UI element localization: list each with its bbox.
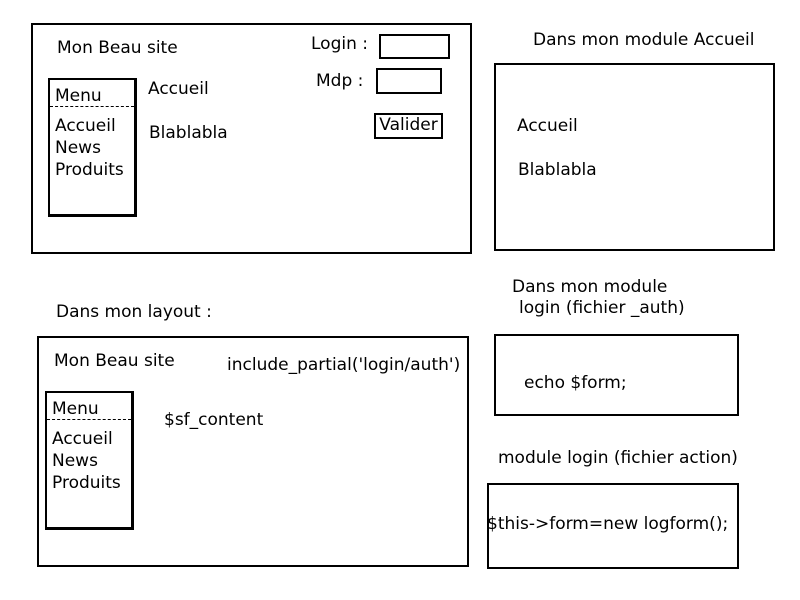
password-input[interactable] <box>376 68 442 94</box>
login-input[interactable] <box>379 34 450 59</box>
accueil-module-frame <box>494 63 775 251</box>
layout-content-code: $sf_content <box>164 410 264 430</box>
layout-sidebar-menu: Menu Accueil News Produits <box>45 391 134 530</box>
login-partial-heading-2: login (fichier _auth) <box>519 298 685 318</box>
accueil-module-title: Accueil <box>517 116 578 136</box>
menu-item-accueil[interactable]: Accueil <box>55 116 116 136</box>
layout-menu-divider <box>47 419 131 423</box>
menu-item-produits[interactable]: Produits <box>55 160 124 180</box>
menu-item-news[interactable]: News <box>55 138 101 158</box>
content-title: Accueil <box>148 79 209 99</box>
layout-site-title: Mon Beau site <box>54 351 175 371</box>
login-action-frame <box>487 483 739 569</box>
site-title: Mon Beau site <box>57 38 178 58</box>
login-action-heading: module login (fichier action) <box>498 448 738 468</box>
layout-menu-item-news[interactable]: News <box>52 451 98 471</box>
accueil-module-text: Blablabla <box>518 160 597 180</box>
accueil-module-heading: Dans mon module Accueil <box>533 30 755 50</box>
login-partial-code: echo $form; <box>524 373 627 393</box>
layout-menu-item-produits[interactable]: Produits <box>52 473 121 493</box>
layout-partial-code: include_partial('login/auth') <box>227 355 461 375</box>
login-action-code: $this->form=new logform(); <box>487 514 729 534</box>
sidebar-menu: Menu Accueil News Produits <box>48 78 137 217</box>
menu-divider <box>50 106 134 110</box>
layout-menu-title: Menu <box>52 399 99 419</box>
submit-button[interactable]: Valider <box>374 113 443 139</box>
menu-title: Menu <box>55 86 102 106</box>
layout-menu-item-accueil[interactable]: Accueil <box>52 429 113 449</box>
login-partial-heading-1: Dans mon module <box>512 277 668 297</box>
layout-heading: Dans mon layout : <box>56 302 212 322</box>
content-text: Blablabla <box>149 123 228 143</box>
login-partial-frame <box>494 334 739 416</box>
login-label: Login : <box>311 34 368 54</box>
password-label: Mdp : <box>316 71 364 91</box>
